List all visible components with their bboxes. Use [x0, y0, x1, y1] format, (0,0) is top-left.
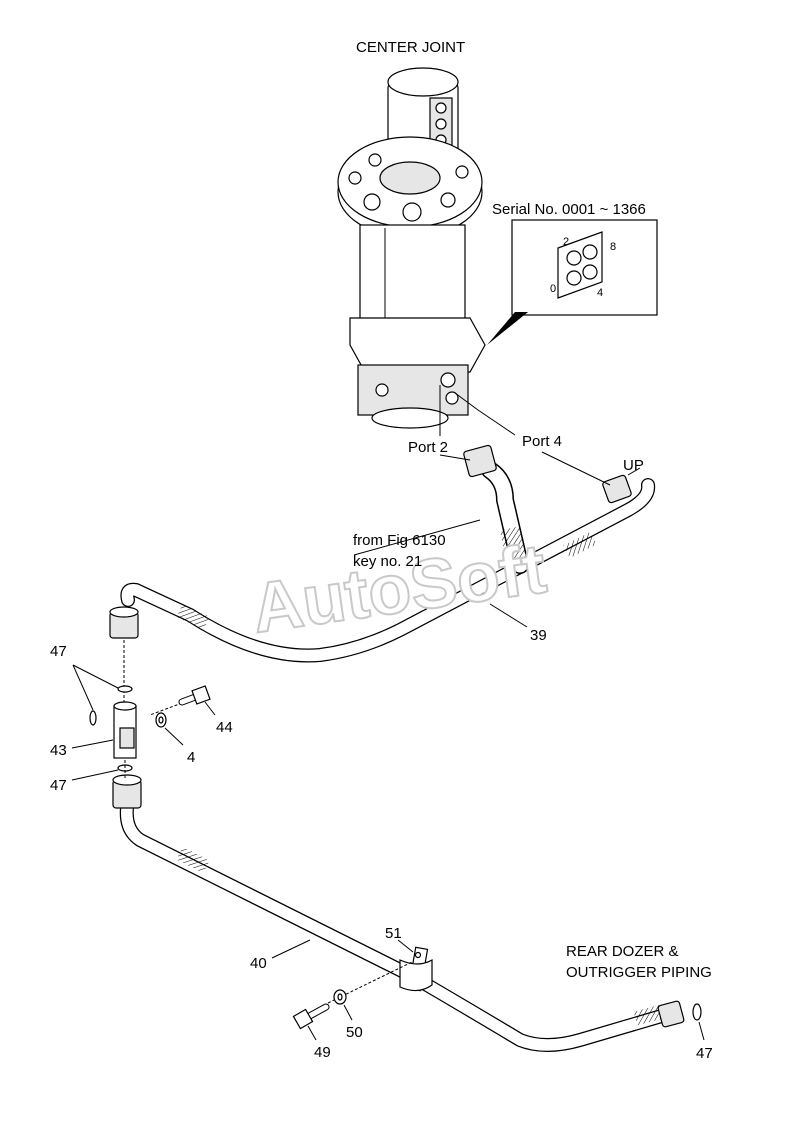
rear-piping-title-line1: REAR DOZER &	[566, 943, 679, 960]
inset-port-label: 8	[610, 241, 616, 253]
washer-4	[155, 712, 167, 728]
tee-fitting-43	[89, 640, 137, 780]
callout-44: 44	[216, 719, 233, 736]
callout-49: 49	[314, 1044, 331, 1061]
inset-port-label: 0	[550, 283, 556, 295]
callout-40: 40	[250, 955, 267, 972]
center-joint-title: CENTER JOINT	[356, 39, 465, 56]
hose-40	[112, 774, 685, 1052]
bolt-44	[149, 685, 211, 716]
callout-39: 39	[530, 627, 547, 644]
up-label: UP	[623, 457, 644, 474]
o-ring-47	[117, 685, 133, 693]
callout-51: 51	[385, 925, 402, 942]
callout-4: 4	[187, 749, 195, 766]
o-ring-47-side	[89, 710, 97, 726]
callout-47: 47	[50, 777, 67, 794]
leader-lines	[71, 385, 705, 1041]
reference-line2: key no. 21	[353, 553, 422, 570]
clamp-51	[399, 946, 433, 992]
inset-port-label: 4	[597, 287, 603, 299]
serial-caption: Serial No. 0001 ~ 1366	[492, 201, 646, 218]
rear-piping-title-line2: OUTRIGGER PIPING	[566, 964, 712, 981]
port4-label: Port 4	[522, 433, 562, 450]
o-ring-47-right	[692, 1003, 702, 1021]
serial-inset: 2 8 0 4	[487, 219, 658, 345]
callout-47: 47	[50, 643, 67, 660]
callout-43: 43	[50, 742, 67, 759]
callout-50: 50	[346, 1024, 363, 1041]
reference-line1: from Fig 6130	[353, 532, 446, 549]
hose-39	[109, 474, 656, 663]
hose-port2-branch	[463, 444, 529, 574]
center-joint	[337, 67, 486, 429]
bolt-49	[292, 961, 413, 1030]
callout-47: 47	[696, 1045, 713, 1062]
inset-port-label: 2	[563, 236, 569, 248]
port2-label: Port 2	[408, 439, 448, 456]
washer-50	[333, 989, 347, 1005]
